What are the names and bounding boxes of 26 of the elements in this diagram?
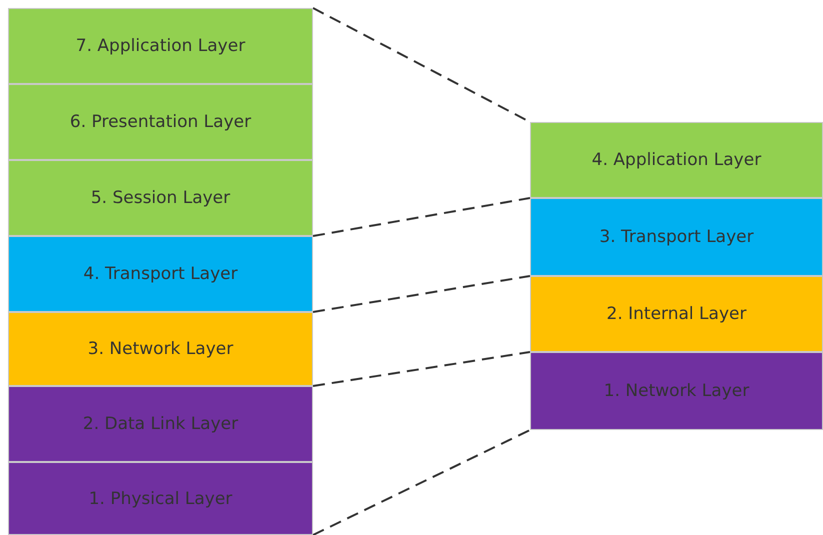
layer-box (8, 160, 313, 236)
dashed-connector (312, 429, 530, 535)
layer-box (8, 8, 313, 84)
layer-box (530, 198, 823, 276)
layer-label: 7. Application Layer (76, 36, 246, 56)
layer-box (8, 84, 313, 160)
layer-box (530, 122, 823, 198)
layer-box (8, 462, 313, 535)
layer-box (530, 276, 823, 352)
layer-box (530, 352, 823, 430)
layer-box (8, 236, 313, 312)
layer-label: 1. Physical Layer (88, 488, 232, 508)
layer-label: 2. Internal Layer (606, 304, 746, 324)
layer-label: 1. Network Layer (604, 381, 750, 401)
layer-label: 4. Application Layer (592, 150, 762, 170)
layer-label: 3. Network Layer (88, 339, 234, 359)
dashed-connector (312, 351, 530, 387)
layer-label: 4. Transport Layer (83, 264, 238, 284)
dashed-connector (312, 197, 530, 237)
layer-label: 5. Session Layer (90, 188, 230, 208)
layer-label: 3. Transport Layer (599, 227, 754, 247)
layer-box (8, 312, 313, 386)
layer-label: 2. Data Link Layer (82, 414, 238, 434)
dashed-connector (312, 275, 530, 313)
layer-box (8, 386, 313, 462)
layer-label: 6. Presentation Layer (70, 112, 252, 132)
